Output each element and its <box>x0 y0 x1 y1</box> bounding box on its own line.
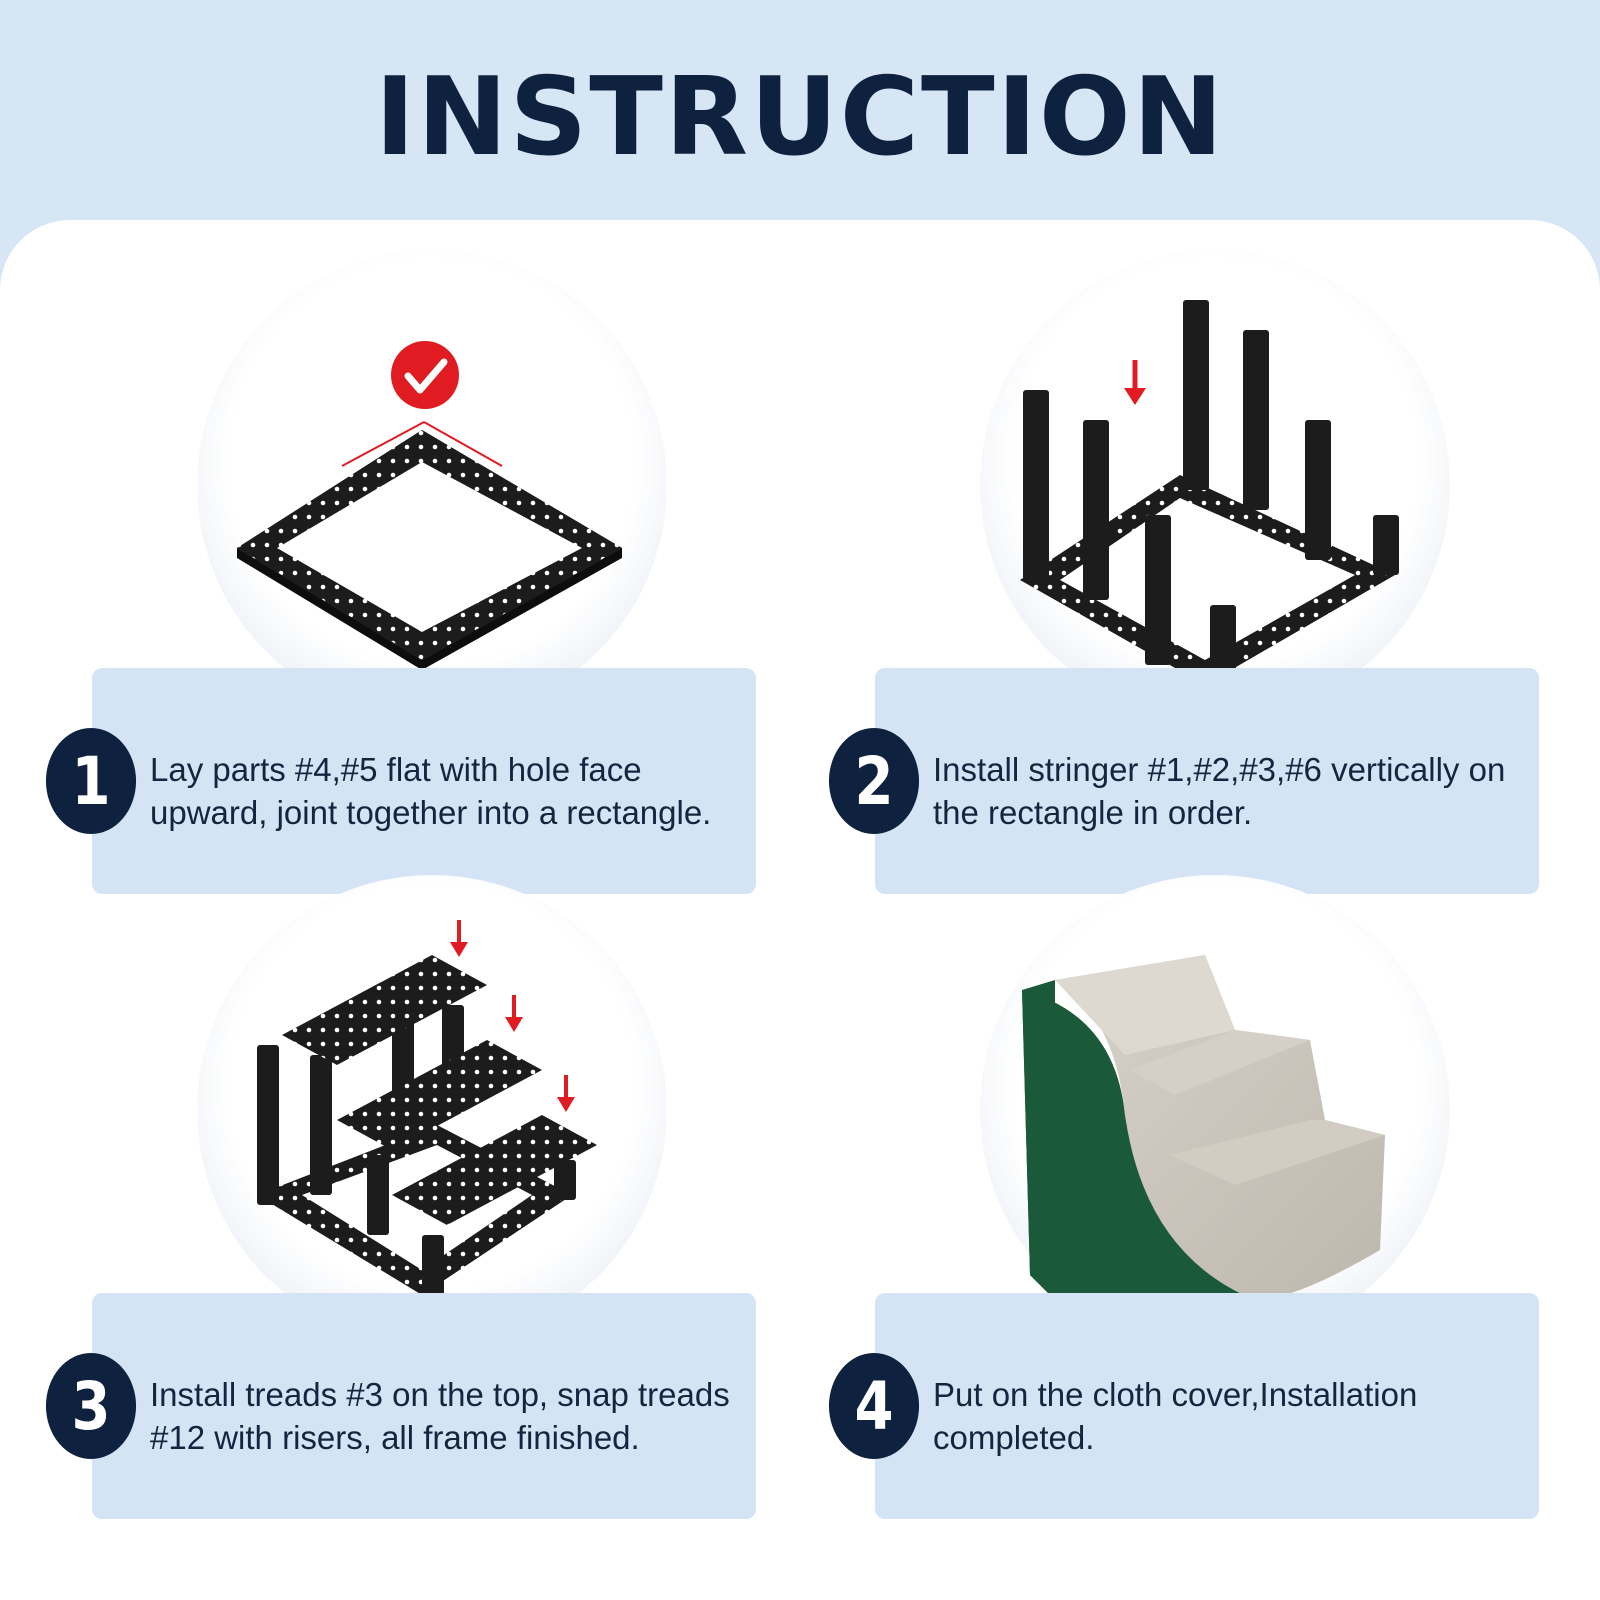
rectangle-frame-icon <box>237 341 622 670</box>
step-4-card <box>875 1293 1539 1519</box>
step-3: 3 Install treads #3 on the top, snap tre… <box>45 855 756 1519</box>
page-title: INSTRUCTION <box>374 55 1226 180</box>
step-4: 4 Put on the cloth cover,Installation co… <box>828 855 1539 1519</box>
step-2-text: Install stringer #1,#2,#3,#6 vertically … <box>933 751 1506 831</box>
pet-stairs-icon <box>1022 955 1385 1300</box>
step-2-card <box>875 668 1539 894</box>
step-1-card <box>92 668 756 894</box>
step-4-badge: 4 <box>828 1353 920 1459</box>
step-2-badge: 2 <box>828 728 920 834</box>
step-2: 2 Install stringer #1,#2,#3,#6 verticall… <box>828 230 1539 894</box>
down-arrow-icon <box>1124 360 1146 405</box>
step-1-text: Lay parts #4,#5 flat with hole face upwa… <box>150 751 712 831</box>
step-3-card <box>92 1293 756 1519</box>
step-3-text: Install treads #3 on the top, snap tread… <box>150 1376 730 1456</box>
stringer-frame-icon <box>1020 300 1399 685</box>
step-1-badge: 1 <box>45 728 137 834</box>
check-circle-icon <box>391 341 459 409</box>
tread-frame-icon <box>257 920 597 1295</box>
step-3-badge: 3 <box>45 1353 137 1459</box>
step-4-text: Put on the cloth cover,Installation comp… <box>933 1376 1418 1456</box>
step-1: 1 Lay parts #4,#5 flat with hole face up… <box>45 230 756 894</box>
down-arrow-icon <box>450 920 575 1112</box>
